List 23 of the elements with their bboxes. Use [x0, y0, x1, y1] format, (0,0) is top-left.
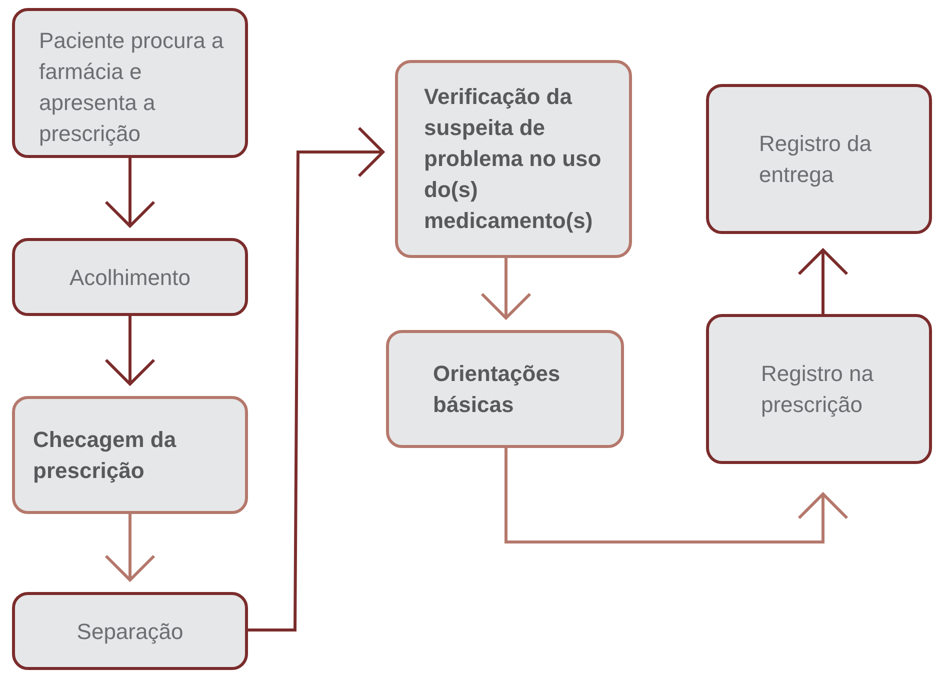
box-label: Acolhimento — [69, 264, 191, 292]
box-label: Verificação da suspeita de problema no uso do(s) medicamento(s) — [424, 83, 602, 235]
box-label: Paciente procura a farmácia e apresenta a prescrição — [39, 27, 225, 148]
arrow — [248, 126, 384, 632]
box-label: Registro na prescrição — [761, 360, 875, 419]
box-label: Checagem da prescrição — [33, 426, 178, 485]
process-box — [706, 314, 932, 464]
arrow — [798, 248, 848, 314]
process-box — [395, 60, 632, 258]
box-label: Orientações básicas — [433, 360, 562, 419]
process-box — [706, 84, 932, 234]
process-box — [12, 592, 248, 670]
box-label: Registro da entrega — [759, 130, 873, 189]
arrow — [504, 448, 848, 544]
arrow — [104, 316, 156, 386]
arrow — [480, 258, 532, 320]
box-label: Separação — [76, 618, 184, 646]
process-box — [386, 330, 624, 448]
process-box — [12, 238, 248, 316]
process-box — [12, 396, 248, 514]
arrow — [104, 158, 156, 228]
arrow — [104, 514, 156, 582]
process-box — [12, 8, 248, 158]
